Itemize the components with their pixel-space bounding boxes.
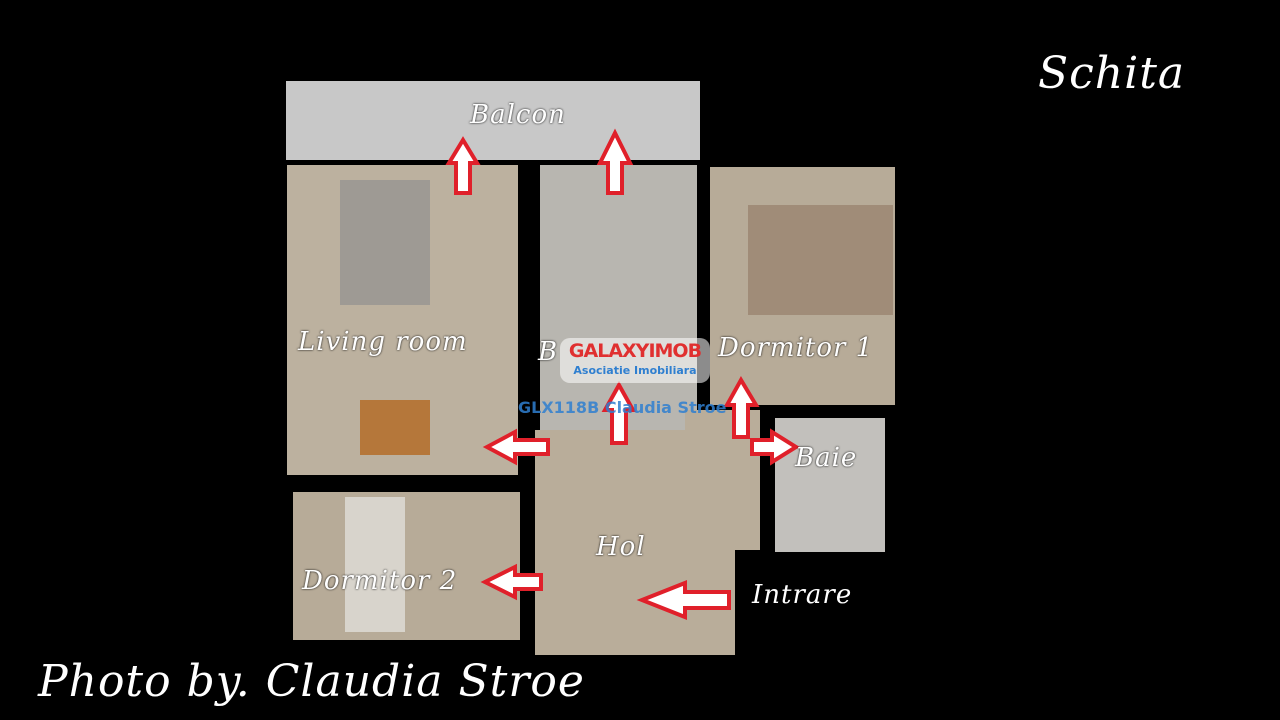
label-dormitor-1: Dormitor 1 [718,333,874,363]
label-intrare: Intrare [752,580,853,610]
arrow-left-icon [482,428,550,466]
label-dormitor-2: Dormitor 2 [302,566,458,596]
arrow-up-icon [601,380,637,445]
label-baie: Baie [795,443,858,473]
dining-table [360,400,430,455]
watermark-logo: GALAXYIMOB Asociatie Imobiliara [560,338,710,383]
label-kitchen-partial: B [538,337,559,367]
living-rug [340,180,430,305]
bed-1 [748,205,893,315]
arrow-up-icon [596,128,634,195]
bathroom [775,418,885,552]
arrow-up-icon [445,136,481,195]
balcony [286,81,700,160]
watermark-subtitle: Asociatie Imobiliara [573,364,697,377]
arrow-right-icon [750,428,800,466]
title: Schita [1038,48,1186,99]
photo-credit: Photo by. Claudia Stroe [38,656,585,707]
label-balcon: Balcon [470,100,566,130]
label-hol: Hol [596,532,646,562]
label-living-room: Living room [298,327,468,357]
bed-2 [345,497,405,632]
arrow-left-icon [480,563,543,601]
arrow-up-icon [723,376,760,439]
watermark-code: GLX118B Claudia Stroe [518,398,727,417]
arrow-left-icon [636,580,731,620]
watermark-brand: GALAXYIMOB [568,340,702,362]
bedroom-2 [293,492,520,640]
